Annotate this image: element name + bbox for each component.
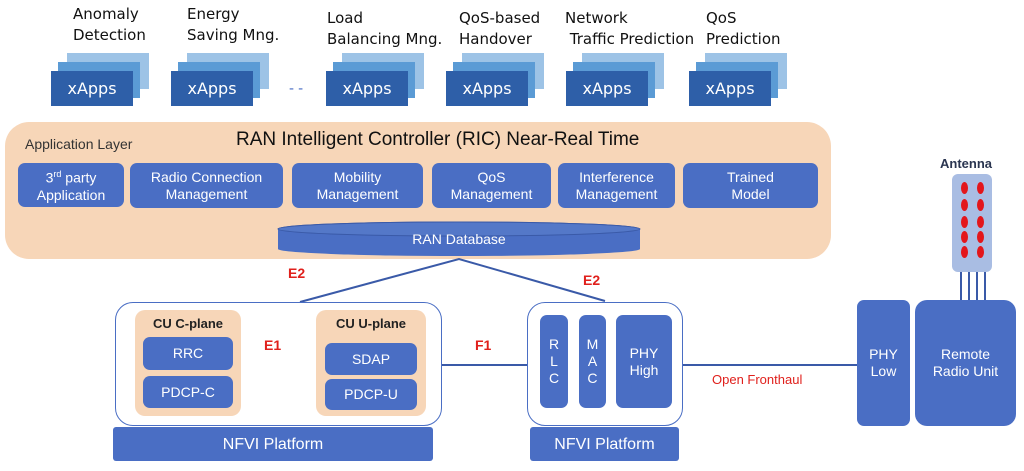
xapp-label-qos-prediction: QoS Prediction: [706, 9, 781, 48]
xapp-stack-anomaly[interactable]: xApps: [51, 53, 151, 109]
e2-right-label: E2: [583, 272, 601, 288]
f1-label: F1: [475, 337, 492, 353]
xapp-label-qos-handover: QoS-based Handover: [459, 9, 541, 48]
antenna-icon: [952, 174, 992, 272]
xapp-box: xApps: [689, 71, 771, 106]
application-layer-label: Application Layer: [25, 136, 133, 152]
phy-high-box[interactable]: PHY High: [616, 315, 672, 408]
xapp-stack-energy[interactable]: xApps: [171, 53, 271, 109]
ellipsis: - -: [289, 80, 304, 97]
module-radio-connection[interactable]: Radio Connection Management: [130, 163, 283, 208]
module-interference[interactable]: Interference Management: [558, 163, 675, 208]
rrc-box[interactable]: RRC: [143, 337, 233, 370]
cu-c-plane-title: CU C-plane: [152, 316, 224, 331]
xapp-box: xApps: [51, 71, 133, 106]
sdap-box[interactable]: SDAP: [325, 343, 417, 375]
open-fronthaul-label: Open Fronthaul: [712, 372, 803, 387]
xapp-stack-load[interactable]: xApps: [326, 53, 426, 109]
xapp-box: xApps: [446, 71, 528, 106]
nfvi-platform-cu[interactable]: NFVI Platform: [113, 427, 433, 461]
module-label: 3rd party Application: [36, 169, 106, 203]
xapp-label-load: Load Balancing Mng.: [327, 9, 443, 48]
antenna-label: Antenna: [940, 156, 992, 171]
xapp-label-energy: Energy Saving Mng.: [187, 5, 280, 44]
xapp-label-traffic: Network Traffic Prediction: [565, 9, 695, 48]
pdcp-u-box[interactable]: PDCP-U: [325, 379, 417, 410]
module-3rd-party-application[interactable]: 3rd party Application: [18, 163, 124, 207]
module-mobility[interactable]: Mobility Management: [292, 163, 423, 208]
module-trained-model[interactable]: Trained Model: [683, 163, 818, 208]
ric-title: RAN Intelligent Controller (RIC) Near-Re…: [236, 129, 640, 150]
e1-label: E1: [264, 337, 282, 353]
cu-u-plane-title: CU U-plane: [335, 316, 407, 331]
nfvi-platform-du[interactable]: NFVI Platform: [530, 427, 679, 461]
remote-radio-unit[interactable]: Remote Radio Unit: [915, 300, 1016, 426]
xapp-label-anomaly: Anomaly Detection: [73, 5, 146, 44]
xapp-stack-qos-prediction[interactable]: xApps: [689, 53, 789, 109]
xapp-box: xApps: [566, 71, 648, 106]
xapp-box: xApps: [326, 71, 408, 106]
xapp-stack-qos-handover[interactable]: xApps: [446, 53, 546, 109]
ran-database[interactable]: RAN Database: [412, 231, 506, 247]
e2-left-label: E2: [288, 265, 306, 281]
phy-low-box[interactable]: PHY Low: [857, 300, 910, 426]
mac-box[interactable]: M A C: [579, 315, 606, 408]
pdcp-c-box[interactable]: PDCP-C: [143, 376, 233, 408]
module-qos[interactable]: QoS Management: [432, 163, 551, 208]
xapp-box: xApps: [171, 71, 253, 106]
rlc-box[interactable]: R L C: [540, 315, 568, 408]
xapp-stack-traffic[interactable]: xApps: [566, 53, 666, 109]
